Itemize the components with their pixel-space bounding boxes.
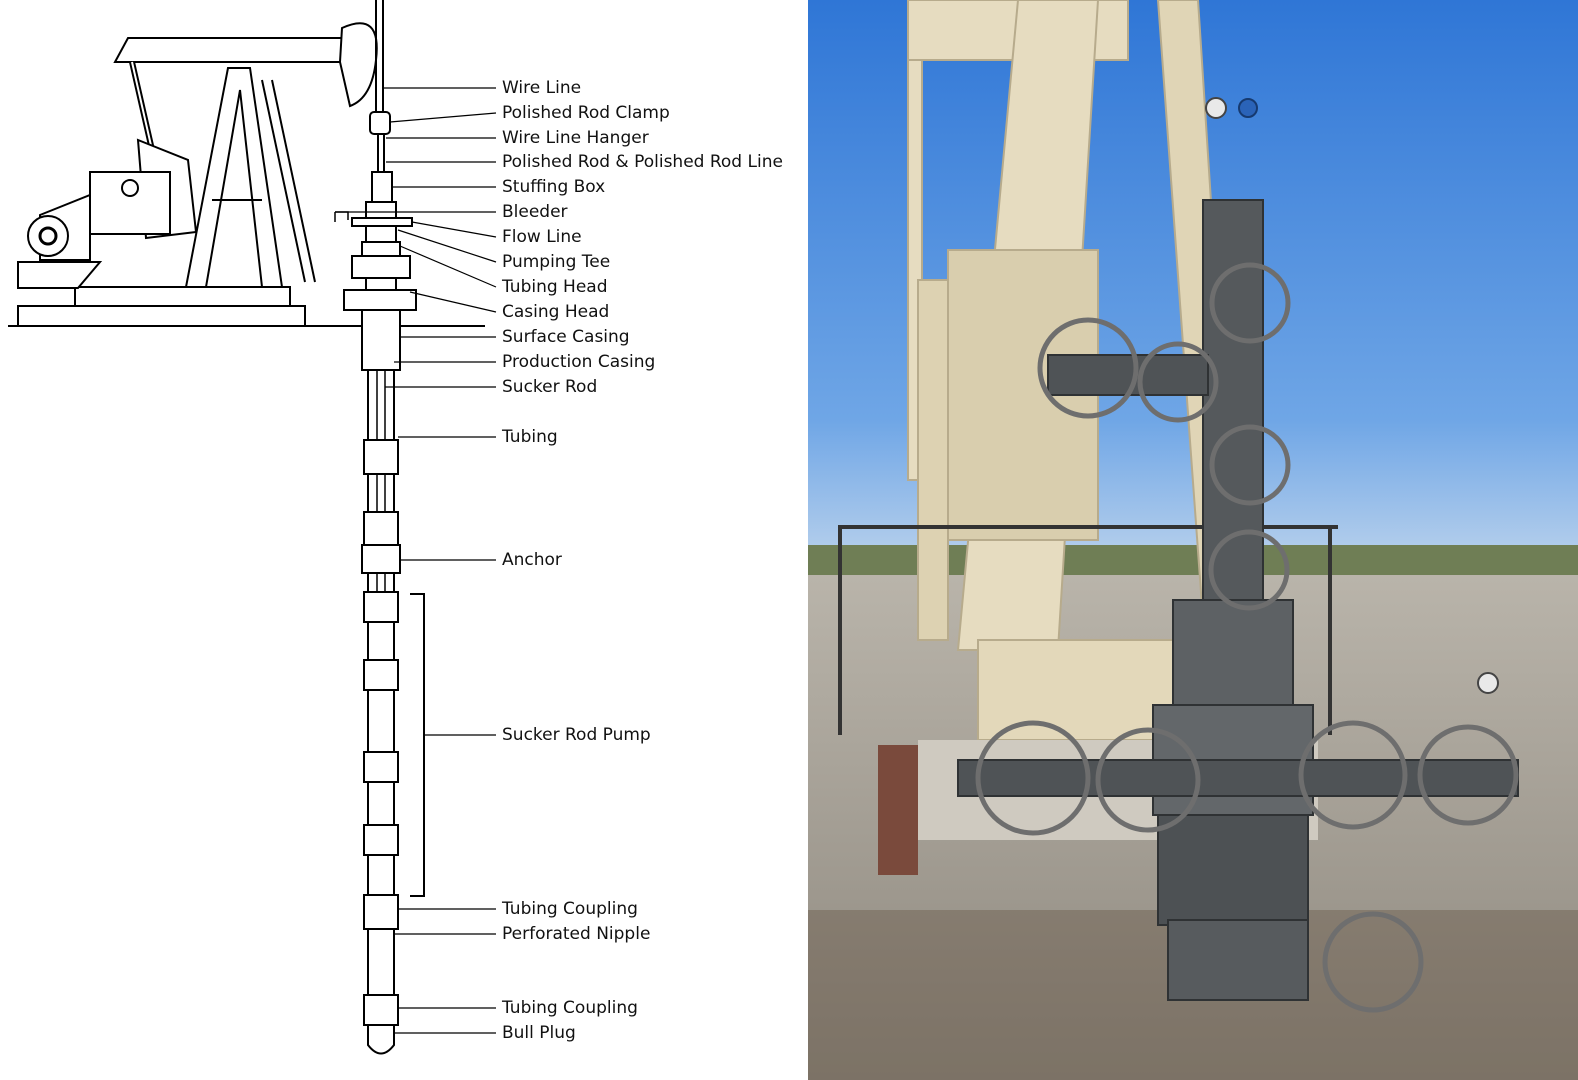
flow-line bbox=[351, 217, 413, 227]
label-sucker-rod-pump: Sucker Rod Pump bbox=[502, 725, 651, 745]
label-anchor: Anchor bbox=[502, 550, 562, 570]
label-bull-plug: Bull Plug bbox=[502, 1023, 576, 1043]
label-tubing-coupling-2: Tubing Coupling bbox=[502, 998, 638, 1018]
polished-rod-clamp bbox=[369, 111, 391, 135]
label-stuffing-box: Stuffing Box bbox=[502, 177, 606, 197]
walking-beam bbox=[113, 37, 343, 63]
tubing-coupling-1 bbox=[363, 894, 399, 930]
wellhead-photo-illustration bbox=[808, 0, 1578, 1080]
red-valve-assembly bbox=[878, 745, 918, 875]
pumpjack-base bbox=[17, 305, 306, 327]
label-polished-rod-clamp: Polished Rod Clamp bbox=[502, 103, 670, 123]
pump-bracket bbox=[410, 593, 425, 897]
tubing-coupling-2 bbox=[363, 994, 399, 1026]
label-flow-line: Flow Line bbox=[502, 227, 582, 247]
label-wire-line-hanger: Wire Line Hanger bbox=[502, 128, 649, 148]
pressure-gauge-right bbox=[1477, 672, 1499, 694]
label-perforated-nipple: Perforated Nipple bbox=[502, 924, 651, 944]
wellhead-photo bbox=[808, 0, 1578, 1080]
label-bleeder: Bleeder bbox=[502, 202, 568, 222]
label-wire-line: Wire Line bbox=[502, 78, 582, 98]
wing-valves-line bbox=[957, 759, 1519, 797]
samson-post bbox=[184, 67, 284, 288]
bull-plug bbox=[367, 1024, 395, 1055]
schematic-drawing bbox=[8, 0, 497, 1055]
pressure-gauge-top bbox=[1205, 97, 1227, 119]
label-sucker-rod: Sucker Rod bbox=[502, 377, 598, 397]
label-polished-rod-line: Polished Rod & Polished Rod Line bbox=[502, 152, 783, 172]
stuffing-box bbox=[371, 171, 393, 203]
transmitter-top bbox=[1238, 98, 1258, 118]
label-production-casing: Production Casing bbox=[502, 352, 656, 372]
handwheels bbox=[975, 262, 1519, 1013]
surface-casing bbox=[361, 309, 401, 371]
label-pumping-tee: Pumping Tee bbox=[502, 252, 611, 272]
label-surface-casing: Surface Casing bbox=[502, 327, 630, 347]
label-casing-head: Casing Head bbox=[502, 302, 610, 322]
horse-head bbox=[338, 22, 378, 108]
tubing-head bbox=[351, 255, 411, 279]
casing-head bbox=[343, 289, 417, 311]
well-schematic: Wire Line Polished Rod Clamp Wire Line H… bbox=[8, 0, 783, 1055]
anchor bbox=[361, 544, 401, 574]
label-tubing: Tubing bbox=[502, 427, 558, 447]
label-tubing-coupling-1: Tubing Coupling bbox=[502, 899, 638, 919]
label-tubing-head: Tubing Head bbox=[502, 277, 608, 297]
pumpjack-platform bbox=[74, 286, 291, 307]
